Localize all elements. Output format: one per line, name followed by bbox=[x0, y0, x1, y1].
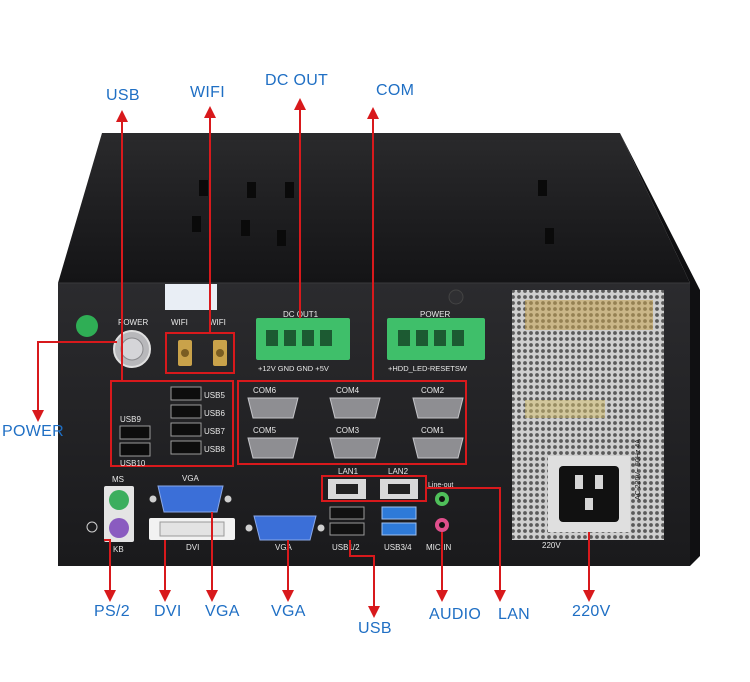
dvi-label: DVI bbox=[186, 543, 199, 552]
usb6-port[interactable] bbox=[170, 404, 202, 419]
dc-out-pins-label: +12V GND GND +5V bbox=[258, 364, 329, 373]
sticker bbox=[165, 284, 217, 310]
com3-port[interactable] bbox=[329, 437, 381, 459]
ps2-mouse-port[interactable] bbox=[109, 490, 129, 510]
ps2-keyboard-port[interactable] bbox=[109, 518, 129, 538]
psu-220v-label: 220V bbox=[542, 541, 561, 550]
usb4-port[interactable] bbox=[381, 522, 417, 536]
usb6-label: USB6 bbox=[204, 409, 225, 418]
usb5-port[interactable] bbox=[170, 386, 202, 401]
wifi-connector-2[interactable] bbox=[213, 340, 227, 366]
line-out-label: Line-out bbox=[428, 482, 453, 489]
com2-port[interactable] bbox=[412, 397, 464, 419]
com5-port[interactable] bbox=[247, 437, 299, 459]
com4-label: COM4 bbox=[336, 386, 360, 395]
wifi-connector-1[interactable] bbox=[178, 340, 192, 366]
lan1-label: LAN1 bbox=[338, 467, 359, 476]
callout-lines bbox=[32, 98, 595, 618]
usb8-port[interactable] bbox=[170, 440, 202, 455]
callout-dc-out: DC OUT bbox=[265, 72, 329, 89]
wifi-label-1: WIFI bbox=[171, 318, 188, 327]
usb2-port[interactable] bbox=[329, 522, 365, 536]
callout-com: COM bbox=[376, 82, 415, 99]
callout-vga-right: VGA bbox=[271, 603, 306, 620]
power-header-pins-label: +HDD_LED-RESETSW bbox=[388, 364, 468, 373]
usb1-port[interactable] bbox=[329, 506, 365, 520]
usb34-label: USB3/4 bbox=[384, 543, 412, 552]
usb8-label: USB8 bbox=[204, 445, 225, 454]
usb10-port[interactable] bbox=[119, 442, 151, 457]
callout-dvi: DVI bbox=[154, 603, 182, 620]
psu-ac-inlet[interactable] bbox=[559, 466, 619, 522]
callout-220v: 220V bbox=[572, 603, 611, 620]
vga-bottom-label: VGA bbox=[275, 543, 293, 552]
usb9-label: USB9 bbox=[120, 415, 141, 424]
usb7-port[interactable] bbox=[170, 422, 202, 437]
mic-in-label: MIC-IN bbox=[426, 543, 452, 552]
wifi-label-2: WIFI bbox=[209, 318, 226, 327]
com1-label: COM1 bbox=[421, 426, 445, 435]
power-label: POWER bbox=[118, 318, 148, 327]
standoffs bbox=[192, 180, 554, 246]
qc-badge bbox=[76, 315, 98, 337]
com4-port[interactable] bbox=[329, 397, 381, 419]
vga-bottom-port[interactable] bbox=[253, 515, 317, 541]
chassis-side bbox=[620, 133, 700, 566]
com2-label: COM2 bbox=[421, 386, 445, 395]
vga-top-label: VGA bbox=[182, 474, 200, 483]
callout-usb-bottom: USB bbox=[358, 620, 392, 637]
kb-label: KB bbox=[113, 545, 124, 554]
com3-label: COM3 bbox=[336, 426, 360, 435]
usb3-port[interactable] bbox=[381, 506, 417, 520]
vga-top-port[interactable] bbox=[157, 485, 224, 513]
usb7-label: USB7 bbox=[204, 427, 225, 436]
ms-label: MS bbox=[112, 475, 124, 484]
usb10-label: USB10 bbox=[120, 459, 146, 468]
usb9-port[interactable] bbox=[119, 425, 151, 440]
lan2-label: LAN2 bbox=[388, 467, 409, 476]
usb12-label: USB1/2 bbox=[332, 543, 360, 552]
callout-audio: AUDIO bbox=[429, 606, 482, 623]
callout-vga-left: VGA bbox=[205, 603, 240, 620]
com5-label: COM5 bbox=[253, 426, 277, 435]
callout-wifi: WIFI bbox=[190, 84, 225, 101]
com1-port[interactable] bbox=[412, 437, 464, 459]
com6-port[interactable] bbox=[247, 397, 299, 419]
com6-label: COM6 bbox=[253, 386, 277, 395]
callout-power: POWER bbox=[2, 423, 64, 440]
callout-usb-top: USB bbox=[106, 87, 140, 104]
callout-lan: LAN bbox=[498, 606, 531, 623]
callout-ps2: PS/2 bbox=[94, 603, 130, 620]
usb5-label: USB5 bbox=[204, 391, 225, 400]
power-header-label: POWER bbox=[420, 310, 450, 319]
psu-rating-label: AC 220V~ 50Hz 4A bbox=[635, 439, 642, 500]
